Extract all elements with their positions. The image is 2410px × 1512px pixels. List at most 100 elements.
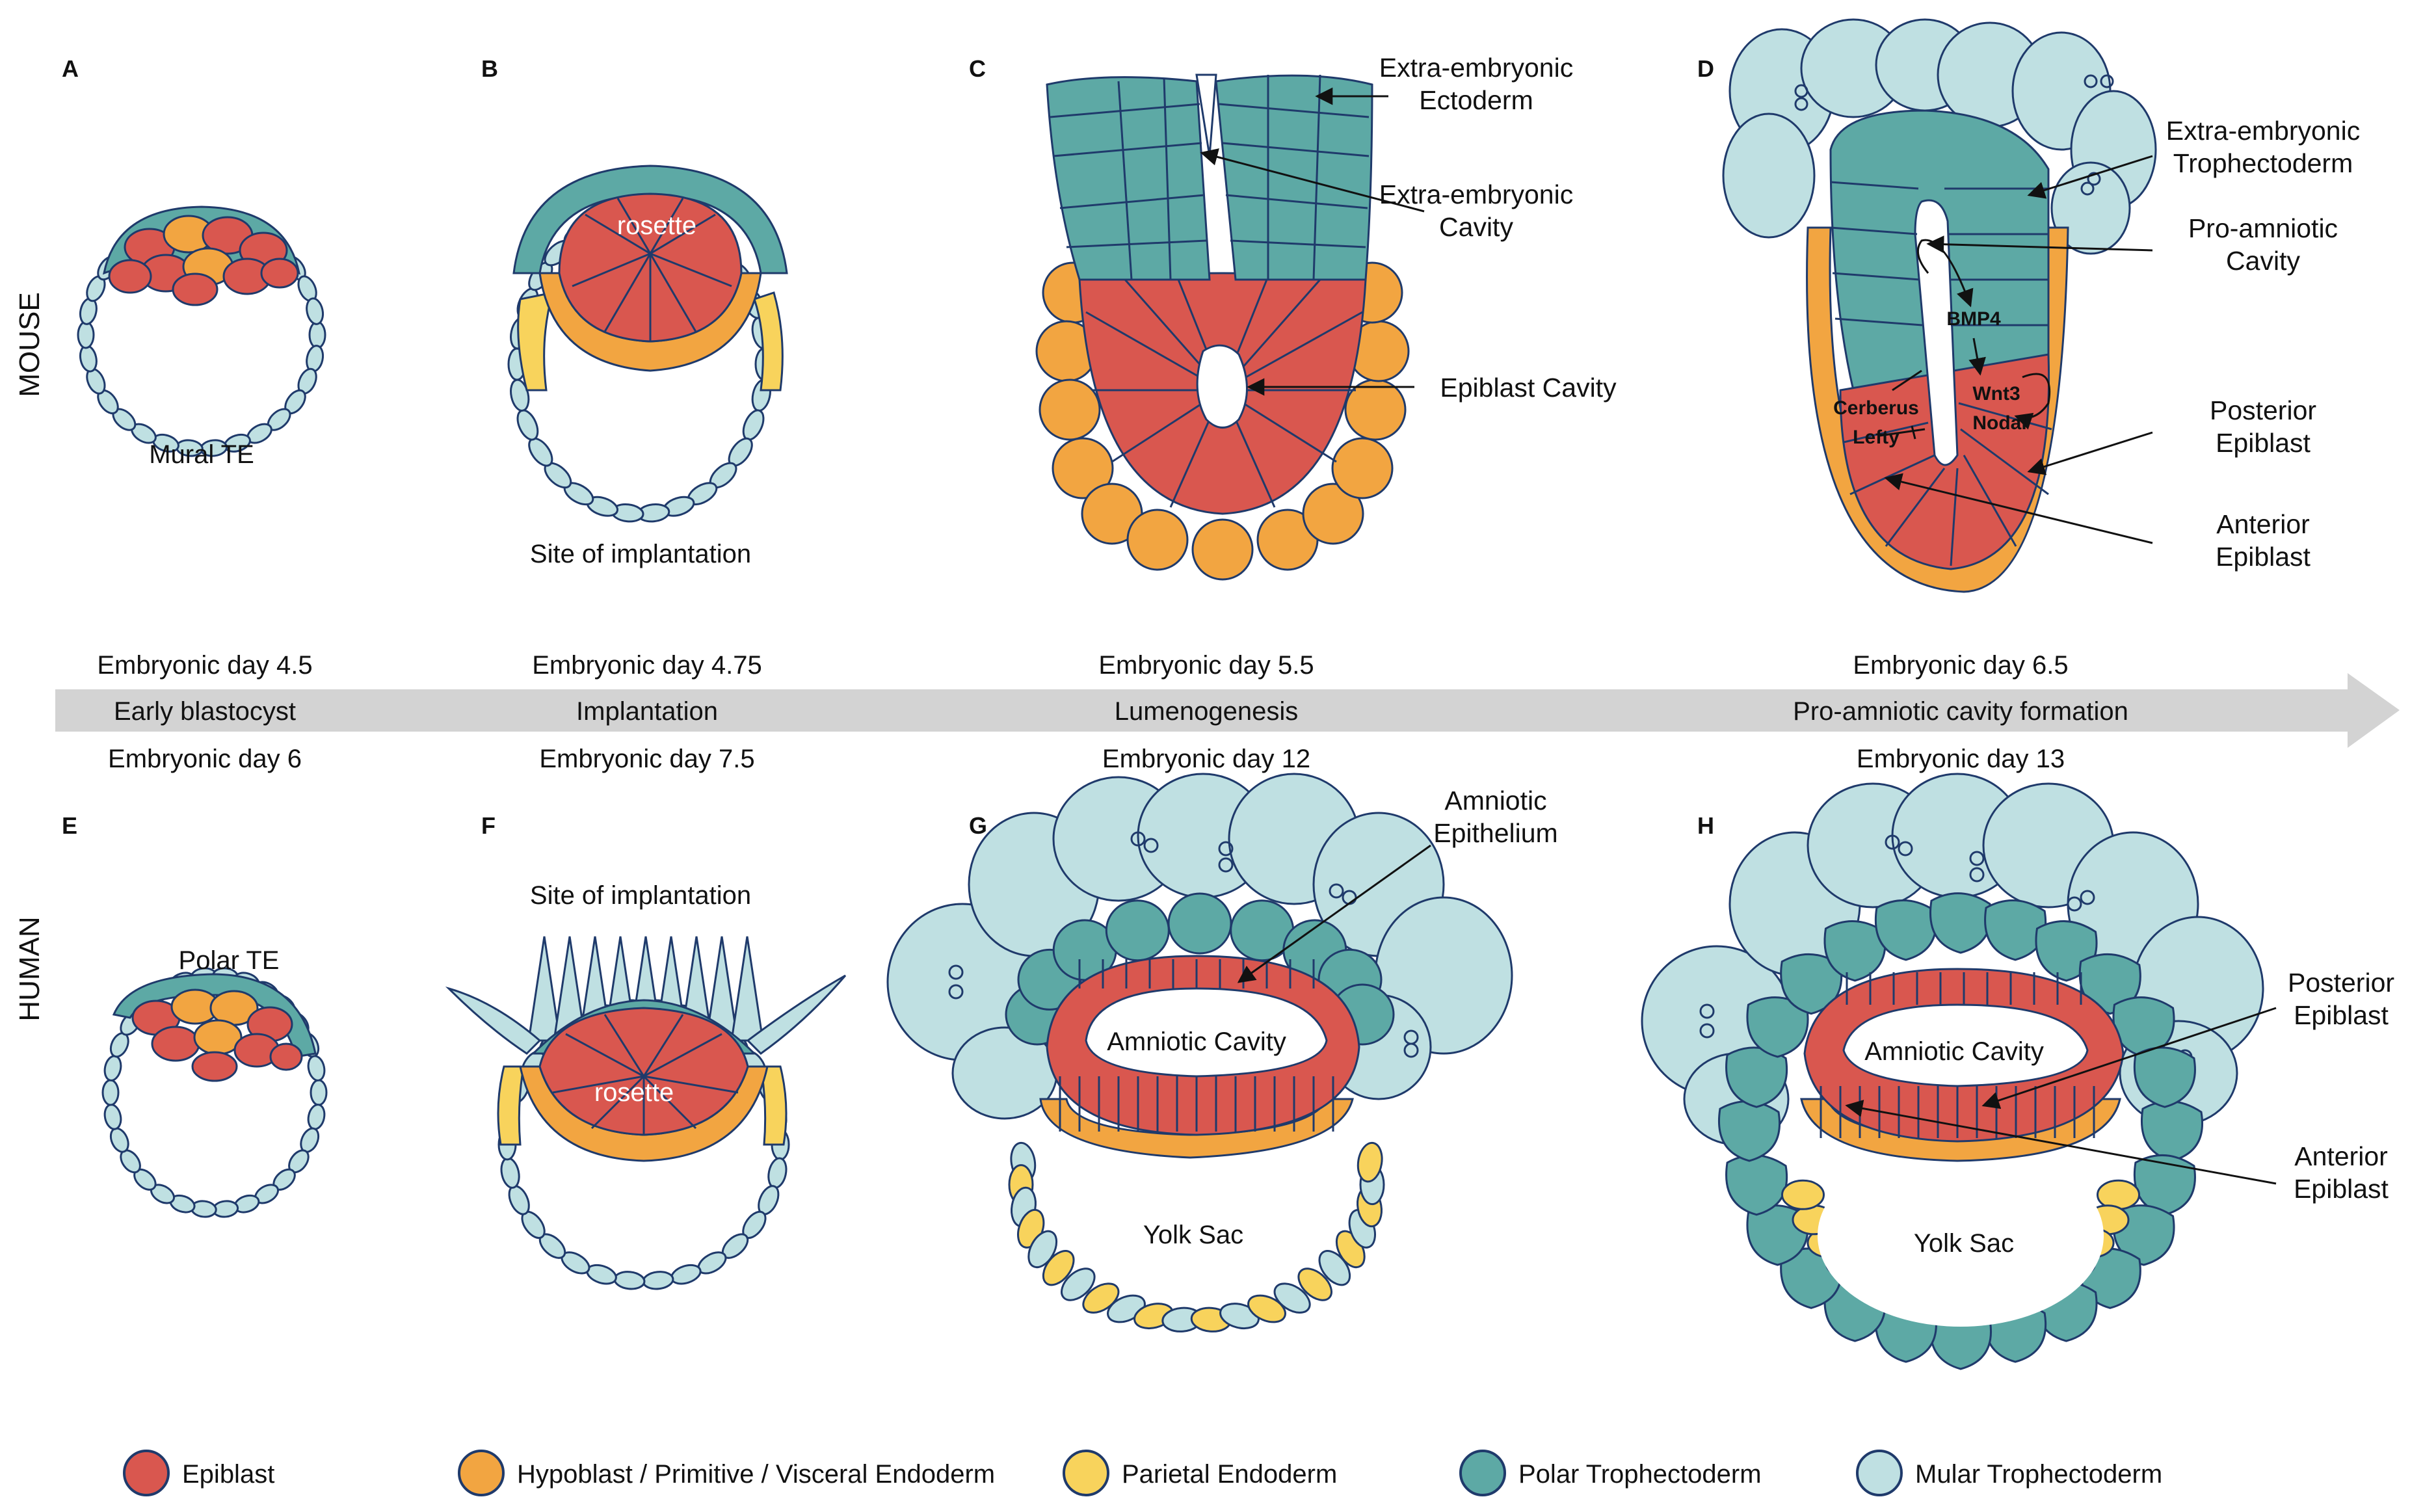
polar-te-cell <box>1929 892 1992 954</box>
syncytium-spike <box>527 936 561 1042</box>
panel-d-annotations <box>1884 155 2153 544</box>
legend-label: Epiblast <box>182 1460 274 1489</box>
panel-d-bmp4-label: BMP4 <box>1946 308 2001 330</box>
panel-e-label: Polar TE <box>179 946 280 975</box>
panel-g-amnion-label-2: Epithelium <box>1433 818 1557 848</box>
legend-label: Hypoblast / Primitive / Visceral Endoder… <box>517 1460 995 1489</box>
trophectoderm-cell <box>308 321 326 349</box>
visceral-endoderm-cell <box>1039 378 1101 441</box>
panel-d-proamniotic-label-2: Cavity <box>2226 246 2300 276</box>
polar-te-cell <box>2133 1046 2196 1108</box>
panel-g-amniotic-cavity <box>1085 987 1328 1078</box>
trophectoderm-cell <box>101 1079 120 1106</box>
panel-e-blastocyst <box>101 967 328 1218</box>
nucleus <box>1885 834 1900 850</box>
panel-c-cavity-label-2: Cavity <box>1439 212 1513 242</box>
trophectoderm-cell <box>79 345 98 373</box>
panel-letter-c: C <box>969 55 986 82</box>
panel-letter-g: G <box>969 812 987 839</box>
panel-c-ectoderm-label-1: Extra-embryonic <box>1379 53 1573 83</box>
nucleus <box>1699 1003 1715 1019</box>
panel-letter-a: A <box>62 55 79 82</box>
panel-b-rosette-lines <box>572 198 732 341</box>
stage-label: Lumenogenesis <box>1115 697 1298 726</box>
panel-d-cell-lines <box>1830 181 2052 566</box>
panel-g-mural-trophectoderm <box>886 773 1513 1120</box>
nucleus <box>1794 97 1808 111</box>
trophectoderm-cell <box>742 409 765 441</box>
polar-te-cell <box>1746 996 1809 1058</box>
trophectoderm-cell <box>500 1157 520 1189</box>
trophectoderm-cell <box>516 409 539 441</box>
panel-b-polar-te <box>512 165 788 274</box>
human-day-label: Embryonic day 6 <box>108 745 302 773</box>
yolk-sac-cell <box>1061 1267 1096 1301</box>
panel-f-rosette-lines <box>552 1014 739 1135</box>
panel-h-annotations <box>1845 1007 2277 1185</box>
mural-te-cell <box>2050 161 2131 255</box>
panel-f-epiblast-rosette <box>538 1007 749 1136</box>
panel-h-yolk-label: Yolk Sac <box>1914 1229 2014 1258</box>
mouse-day-label: Embryonic day 4.75 <box>532 651 762 680</box>
panel-c-visceral-endoderm <box>1035 261 1410 581</box>
yolk-sac-lumen <box>1818 1145 2104 1327</box>
panel-d-wnt3-label: Wnt3 <box>1972 383 2020 405</box>
human-day-label: Embryonic day 13 <box>1857 745 2065 773</box>
legend-swatch <box>1856 1450 1903 1496</box>
parietal-endoderm-cell <box>1781 1179 1825 1210</box>
nucleus <box>2080 181 2095 196</box>
trophectoderm-cell <box>613 1271 646 1290</box>
legend-swatch <box>458 1450 505 1496</box>
polar-te-cell <box>1874 899 1937 961</box>
nucleus <box>1898 841 1913 856</box>
panel-d-proamniotic-cavity <box>1914 199 1959 466</box>
panel-c-epiblast-cavity <box>1196 344 1248 429</box>
yolk-sac-cell <box>1027 1230 1058 1269</box>
yolk-sac-cell <box>1297 1267 1332 1301</box>
panel-d-tropho-label-2: Trophectoderm <box>2173 148 2353 178</box>
nucleus <box>948 964 964 980</box>
row-label-human: HUMAN <box>14 916 46 1021</box>
panel-d-egg-cylinder <box>1722 18 2157 593</box>
syncytium-spike <box>730 936 764 1042</box>
nucleus <box>2084 74 2098 88</box>
nucleus <box>948 984 964 1000</box>
panel-g-polar-trophectoderm <box>1005 892 1395 1046</box>
panel-d-posterior-label-1: Posterior <box>2210 395 2316 425</box>
stage-label: Implantation <box>576 697 718 726</box>
panel-f-parietal-endoderm <box>497 1065 788 1146</box>
legend-label: Polar Trophectoderm <box>1518 1460 1762 1489</box>
panel-letter-b: B <box>481 55 498 82</box>
panel-letter-e: E <box>62 812 77 839</box>
panel-h-anterior-label-2: Epiblast <box>2294 1174 2389 1204</box>
mural-te-cell <box>1722 113 1816 239</box>
mouse-day-label: Embryonic day 4.5 <box>97 651 312 680</box>
nucleus <box>1130 831 1146 847</box>
panel-d-proamniotic-label-1: Pro-amniotic <box>2188 213 2338 243</box>
trophectoderm-cell <box>310 1079 328 1106</box>
panel-a-label: Mural TE <box>149 440 254 469</box>
panel-c-cavity-label-1: Extra-embryonic <box>1379 179 1573 209</box>
panel-h-posterior-label-2: Epiblast <box>2294 1000 2389 1030</box>
nucleus <box>1794 84 1808 98</box>
panel-g-cavity-label: Amniotic Cavity <box>1107 1028 1286 1056</box>
nucleus <box>1218 841 1234 856</box>
human-day-label: Embryonic day 7.5 <box>539 745 754 773</box>
panel-b-label: Site of implantation <box>530 540 751 568</box>
panel-b-rosette-label: rosette <box>617 211 696 240</box>
panel-d-nodal-label: Nodal <box>1972 412 2026 434</box>
legend-label: Mular Trophectoderm <box>1915 1460 2162 1489</box>
trophectoderm-cell <box>307 1104 326 1130</box>
trophectoderm-cell <box>307 1055 326 1081</box>
panel-letter-f: F <box>481 812 496 839</box>
yolk-sac-cell <box>1247 1294 1286 1323</box>
nucleus <box>1403 1042 1419 1058</box>
panel-b-implanting-blastocyst: rosette <box>507 165 788 523</box>
panel-a-icm <box>108 215 299 306</box>
panel-letter-d: D <box>1697 55 1714 82</box>
panel-h-posterior-label-1: Posterior <box>2288 968 2394 998</box>
polar-te-cell <box>1718 1100 1781 1162</box>
yolk-sac-cell <box>1042 1250 1075 1286</box>
